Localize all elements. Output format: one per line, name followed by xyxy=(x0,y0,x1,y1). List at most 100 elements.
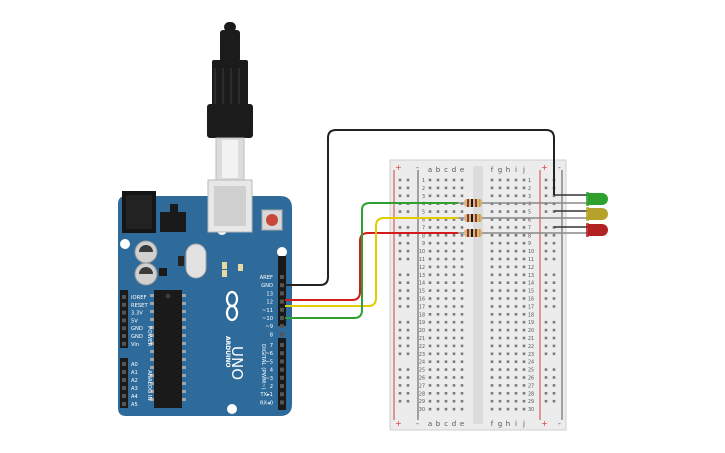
header-pin[interactable] xyxy=(122,370,126,374)
pin-label: A2 xyxy=(131,378,138,384)
header-pin[interactable] xyxy=(122,295,126,299)
row-number: 4 xyxy=(528,202,531,208)
wire-black-gnd[interactable] xyxy=(285,129,555,286)
row-number: 26 xyxy=(419,376,425,382)
mount-hole xyxy=(227,404,237,414)
digital-header-label: DIGITAL (PWM~) xyxy=(260,344,266,390)
digital-header-top xyxy=(278,256,286,326)
column-label: c xyxy=(444,420,448,428)
header-pin[interactable] xyxy=(122,326,126,331)
resistor-red-led[interactable] xyxy=(455,229,490,237)
row-number: 8 xyxy=(422,233,425,239)
column-label: i xyxy=(515,166,517,174)
column-label: f xyxy=(491,166,494,174)
usb-cable[interactable] xyxy=(207,22,253,183)
header-pin[interactable] xyxy=(122,386,126,390)
row-number: 2 xyxy=(528,186,531,192)
pin-label: ~5 xyxy=(265,359,273,365)
column-label: e xyxy=(460,166,464,174)
header-pin[interactable] xyxy=(122,394,126,398)
header-pin[interactable] xyxy=(122,402,126,406)
row-number: 10 xyxy=(528,249,534,255)
header-pin[interactable] xyxy=(280,375,284,380)
header-pin[interactable] xyxy=(280,275,284,279)
header-pin[interactable] xyxy=(280,400,284,405)
wire-yellow-pin12[interactable] xyxy=(285,217,458,307)
row-number: 6 xyxy=(422,218,425,224)
row-number: 27 xyxy=(528,383,534,389)
header-pin[interactable] xyxy=(122,318,126,323)
header-pin[interactable] xyxy=(280,359,284,364)
header-pin[interactable] xyxy=(122,302,126,307)
pin-label: ~3 xyxy=(265,376,273,382)
pin-label: AREF xyxy=(260,275,273,281)
header-pin[interactable] xyxy=(280,299,284,304)
pin-label: GND xyxy=(131,334,143,340)
column-label: a xyxy=(428,166,432,174)
pin-label: A1 xyxy=(131,370,138,376)
pin-label: A3 xyxy=(131,386,138,392)
header-pin[interactable] xyxy=(280,392,284,397)
header-pin[interactable] xyxy=(280,384,284,388)
pin-label: IOREF xyxy=(131,295,146,301)
column-label: h xyxy=(506,420,510,428)
breadboard-center-channel xyxy=(473,166,483,424)
row-number: 25 xyxy=(419,368,425,374)
header-pin[interactable] xyxy=(280,291,284,296)
header-pin[interactable] xyxy=(280,307,284,312)
column-label: h xyxy=(506,166,510,174)
pin-label: Vin xyxy=(131,342,139,348)
row-number: 23 xyxy=(419,352,425,358)
row-number: 27 xyxy=(419,383,425,389)
analog-header xyxy=(120,358,128,408)
column-label: d xyxy=(452,420,456,428)
led-yellow[interactable] xyxy=(586,207,608,221)
left-rail-minus-label: - xyxy=(416,163,419,172)
led-red[interactable] xyxy=(586,223,608,237)
row-number: 9 xyxy=(528,241,531,247)
header-pin[interactable] xyxy=(280,332,284,337)
row-number: 1 xyxy=(528,178,531,184)
row-number: 19 xyxy=(419,320,425,326)
resistor-green-led[interactable] xyxy=(455,199,490,207)
led-green[interactable] xyxy=(586,192,608,206)
row-number: 3 xyxy=(528,194,531,200)
header-pin[interactable] xyxy=(280,316,284,320)
pin-label: 8 xyxy=(270,332,273,338)
pin-label: GND xyxy=(131,326,143,332)
header-pin[interactable] xyxy=(122,310,126,315)
row-number: 28 xyxy=(528,391,534,397)
row-number: 22 xyxy=(528,344,534,350)
header-pin[interactable] xyxy=(122,334,126,338)
brand-label: ARDUINO xyxy=(224,336,231,367)
right-rail-minus-label-bottom: - xyxy=(558,419,561,428)
row-number: 18 xyxy=(419,312,425,318)
pin-label: 3.3V xyxy=(131,311,143,317)
row-number: 29 xyxy=(528,399,534,405)
wire-green-pin11[interactable] xyxy=(285,202,458,319)
header-pin[interactable] xyxy=(280,351,284,356)
header-pin[interactable] xyxy=(280,324,284,329)
header-pin[interactable] xyxy=(122,341,126,346)
resistor-yellow-led[interactable] xyxy=(455,214,490,222)
row-number: 12 xyxy=(528,265,534,271)
column-label: b xyxy=(436,420,441,428)
row-number: 23 xyxy=(528,352,534,358)
row-number: 13 xyxy=(528,273,534,279)
row-number: 30 xyxy=(528,407,534,413)
header-pin[interactable] xyxy=(122,362,126,366)
column-label: b xyxy=(436,166,441,174)
header-pin[interactable] xyxy=(280,343,284,347)
row-number: 15 xyxy=(528,289,534,295)
left-rail-plus-label: + xyxy=(395,163,402,172)
arduino-uno-board[interactable]: ARDUINO UNO DIGITAL (PWM~) POWER ANALOG … xyxy=(118,179,292,416)
row-number: 22 xyxy=(419,344,425,350)
pin-label: 7 xyxy=(270,343,273,349)
header-pin[interactable] xyxy=(122,378,126,382)
row-number: 15 xyxy=(419,289,425,295)
pin-label: GND xyxy=(261,283,273,289)
wire-red-pin13[interactable] xyxy=(285,232,458,301)
header-pin[interactable] xyxy=(280,283,284,288)
header-pin[interactable] xyxy=(280,367,284,372)
